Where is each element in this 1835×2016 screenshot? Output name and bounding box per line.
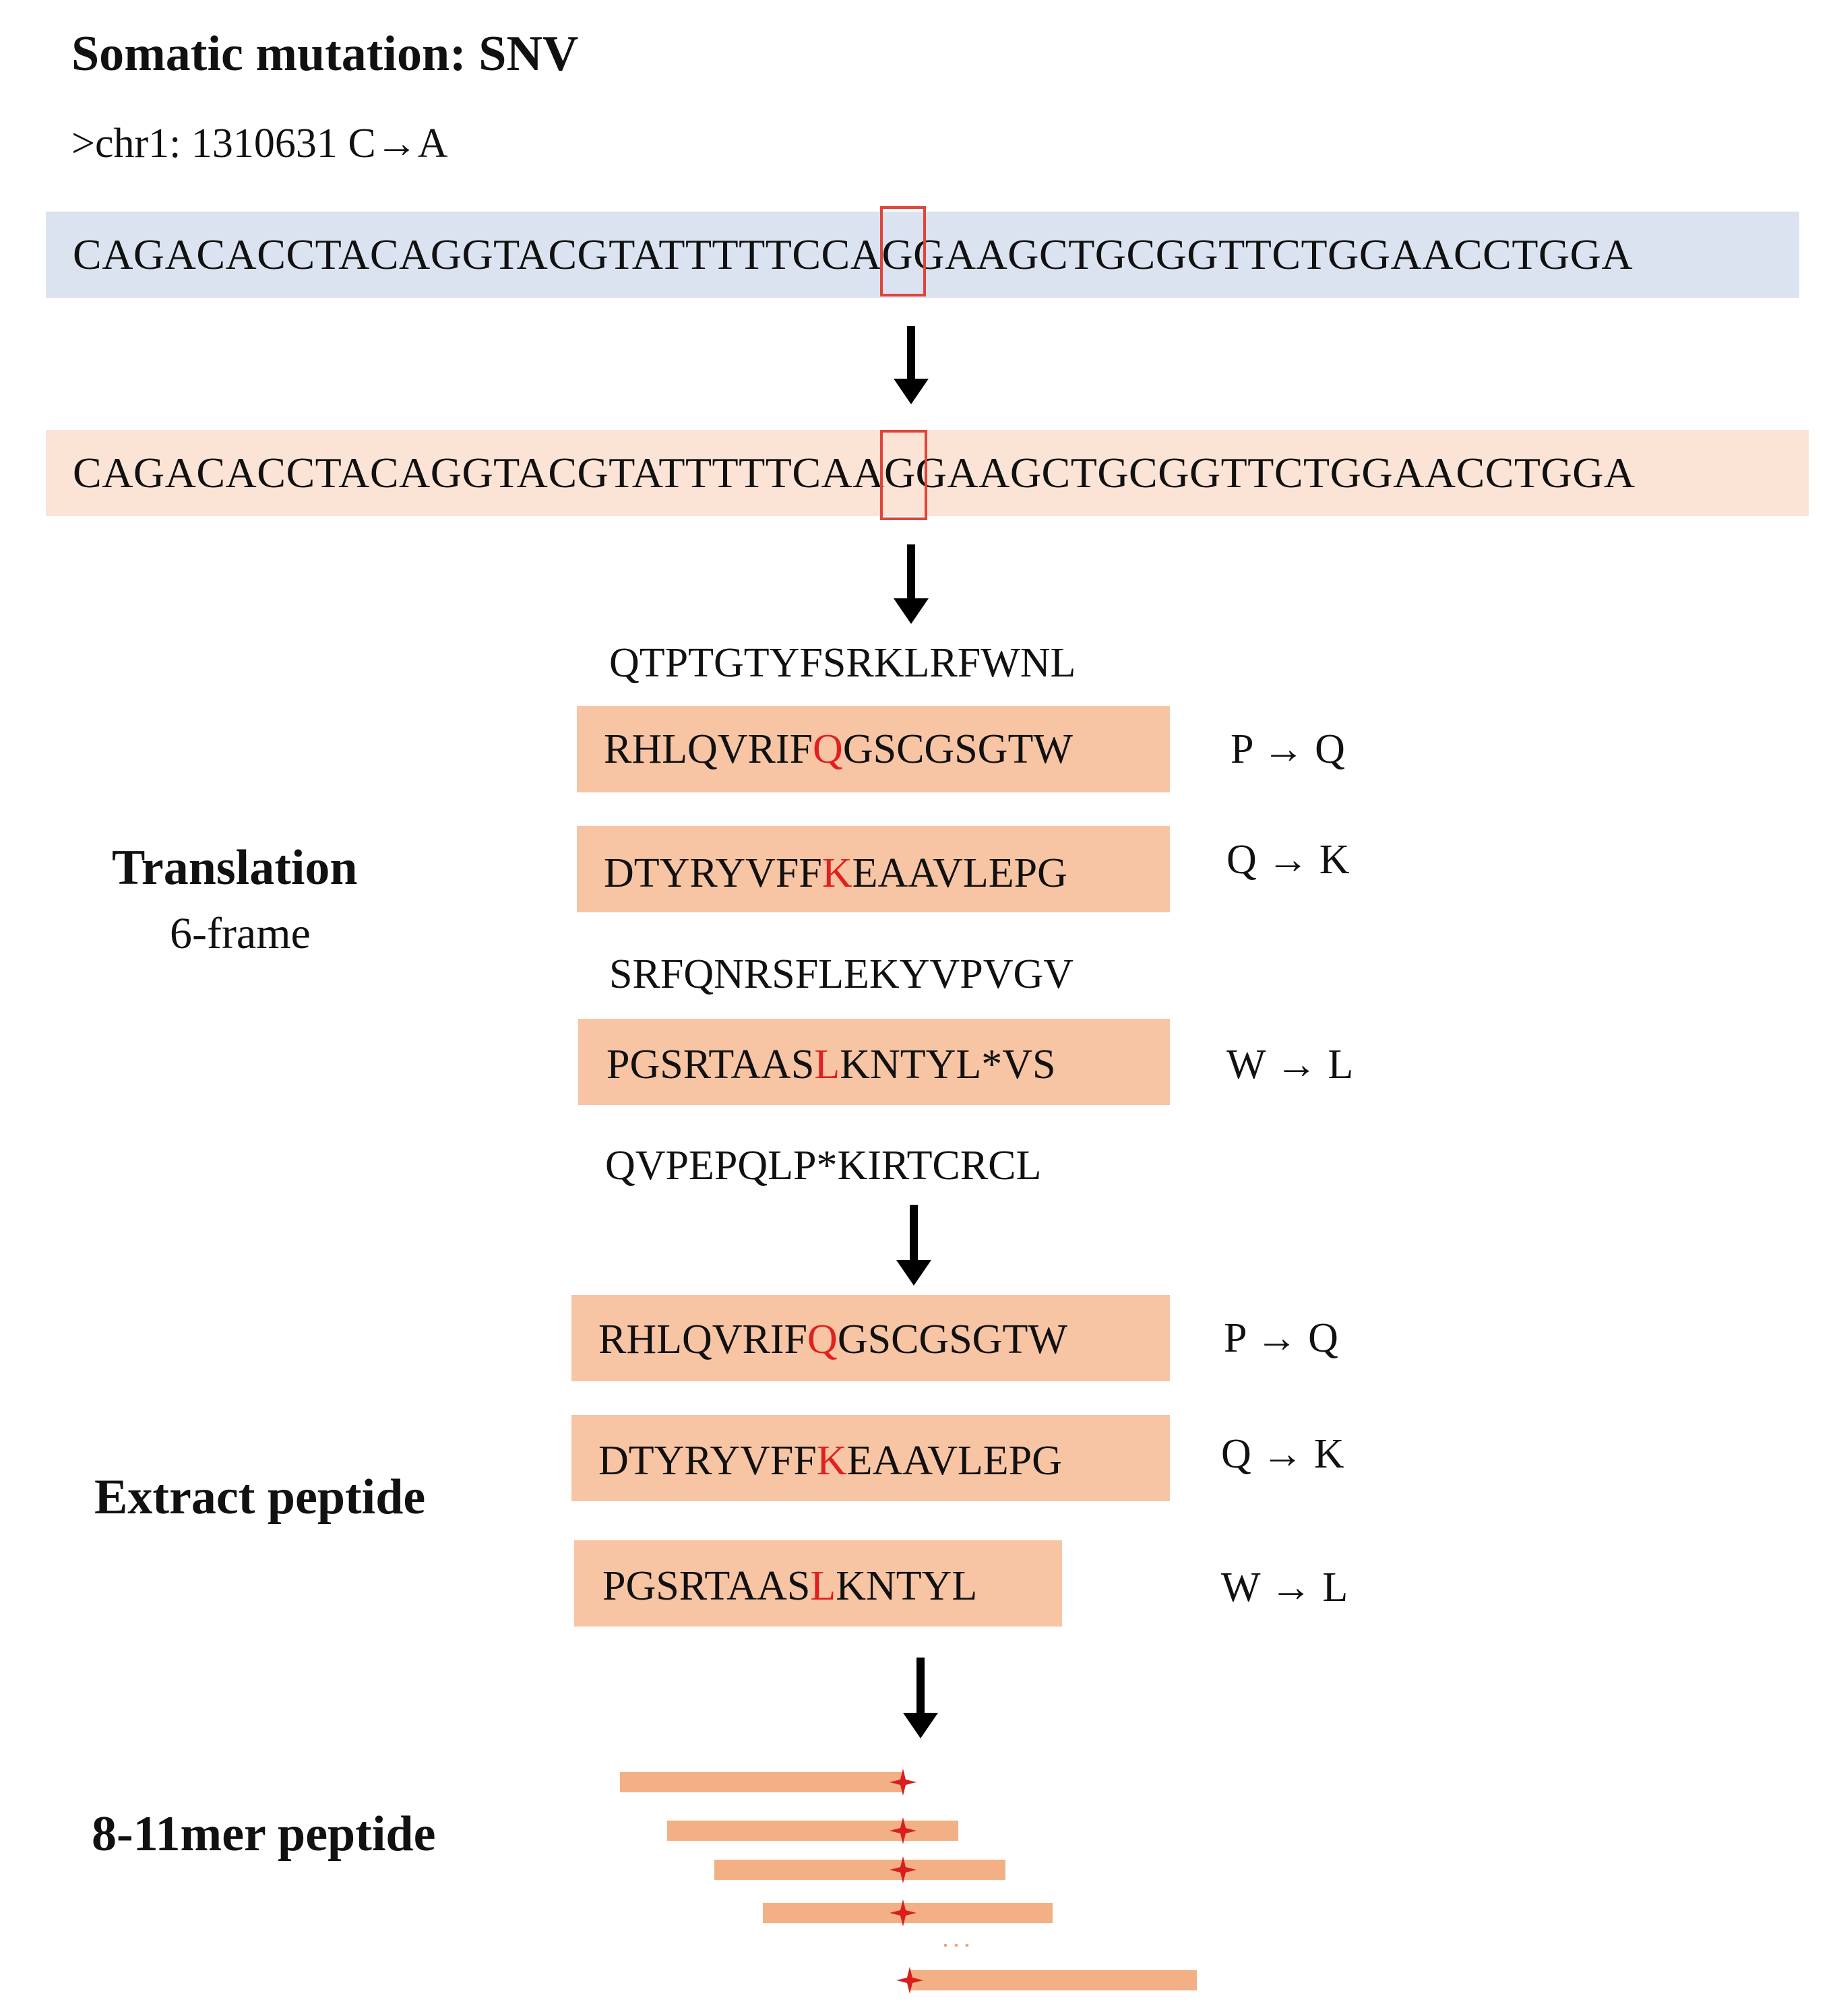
frame-plain-3: QVPEPQLP*KIRTCRCL [605,1143,1042,1189]
extract-peptide-label: Extract peptide [94,1470,426,1525]
alt-seq-site: A [821,449,853,497]
frame-mutant-box-1 [577,706,1170,792]
frame-mutant-peptide-2: DTYRYVFFKEAAVLEPG [604,830,1067,916]
alt-site-highlight-box [880,430,927,520]
mutation-star-icon [890,1817,916,1844]
peptide-suffix: KNTYL*VS [840,1042,1056,1088]
peptide-suffix: KNTYL [836,1563,978,1609]
kmer-bar [714,1860,1005,1880]
extract-peptide-3: PGSRTAASLKNTYL [602,1543,977,1629]
peptide-prefix: PGSRTAAS [602,1563,811,1609]
frame-mutant-peptide-1: RHLQVRIFQGSCGSGTW [604,706,1073,792]
frame-plain-1: QTPTGTYFSRKLRFWNL [609,640,1076,686]
ref-site-highlight-box [880,206,926,296]
mutation-star-icon [890,1769,916,1796]
extract-peptide-2: DTYRYVFFKEAAVLEPG [598,1418,1062,1504]
kmer-peptide-label: 8-11mer peptide [92,1806,436,1862]
kmer-bar [620,1772,904,1792]
extract-box-3 [574,1540,1062,1627]
peptide-prefix: RHLQVRIF [604,726,813,772]
ref-seq-after: AGGAAGCTGCGGTTCTGGAACCTGGA [850,230,1634,278]
reference-sequence-band [46,212,1799,298]
reference-sequence: CAGACACCTACAGGTACGTATTTTTCCAGGAAGCTGCGGT… [73,212,1633,298]
ref-seq-before: CAGACACCTACAGGTACGTATTTTTC [73,230,821,278]
substitution-label: Q → K [1221,1431,1344,1477]
peptide-suffix: GSCGSGTW [837,1317,1067,1362]
frame-mutant-peptide-3: PGSRTAASLKNTYL*VS [607,1021,1056,1108]
mutant-residue: K [821,850,852,896]
mutant-residue: L [814,1042,840,1088]
alt-seq-before: CAGACACCTACAGGTACGTATTTTTC [73,449,821,497]
mutation-star-icon [896,1967,923,1994]
peptide-prefix: RHLQVRIF [598,1317,808,1362]
mutation-star-icon [890,1899,916,1926]
frame-mutant-box-2 [577,826,1170,912]
peptide-prefix: DTYRYVFF [598,1438,817,1484]
translation-sublabel: 6-frame [170,909,311,958]
peptide-suffix: EAAVLEPG [846,1438,1062,1484]
translation-label: Translation [112,840,358,895]
extract-peptide-1: RHLQVRIFQGSCGSGTW [598,1296,1067,1383]
substitution-label: P → Q [1224,1315,1338,1361]
mutant-sequence-band [46,430,1809,516]
extract-box-1 [571,1295,1170,1381]
substitution-label: W → L [1221,1565,1348,1610]
mutation-star-icon [890,1856,916,1883]
peptide-prefix: DTYRYVFF [604,850,822,896]
mutant-sequence: CAGACACCTACAGGTACGTATTTTTCAAGGAAGCTGCGGT… [73,430,1636,516]
kmer-ellipsis: ... [942,1922,974,1953]
diagram-title: Somatic mutation: SNV [71,26,579,82]
substitution-label: P → Q [1231,726,1345,772]
extract-box-2 [571,1415,1170,1501]
mutant-residue: Q [813,726,843,772]
frame-plain-2: SRFQNRSFLEKYVPVGV [609,951,1074,997]
peptide-suffix: EAAVLEPG [852,850,1067,896]
mutant-residue: L [810,1563,836,1609]
substitution-label: Q → K [1226,837,1350,883]
frame-mutant-box-3 [578,1019,1170,1105]
alt-seq-after: AGGAAGCTGCGGTTCTGGAACCTGGA [852,449,1636,497]
mutation-label: >chr1: 1310631 C→A [71,121,448,166]
substitution-label: W → L [1226,1042,1354,1088]
mutant-residue: Q [807,1317,838,1362]
kmer-bar [910,1970,1197,1990]
ref-seq-site: C [821,230,850,278]
peptide-prefix: PGSRTAAS [607,1042,815,1088]
mutant-residue: K [816,1438,847,1484]
peptide-suffix: GSCGSGTW [842,726,1073,772]
